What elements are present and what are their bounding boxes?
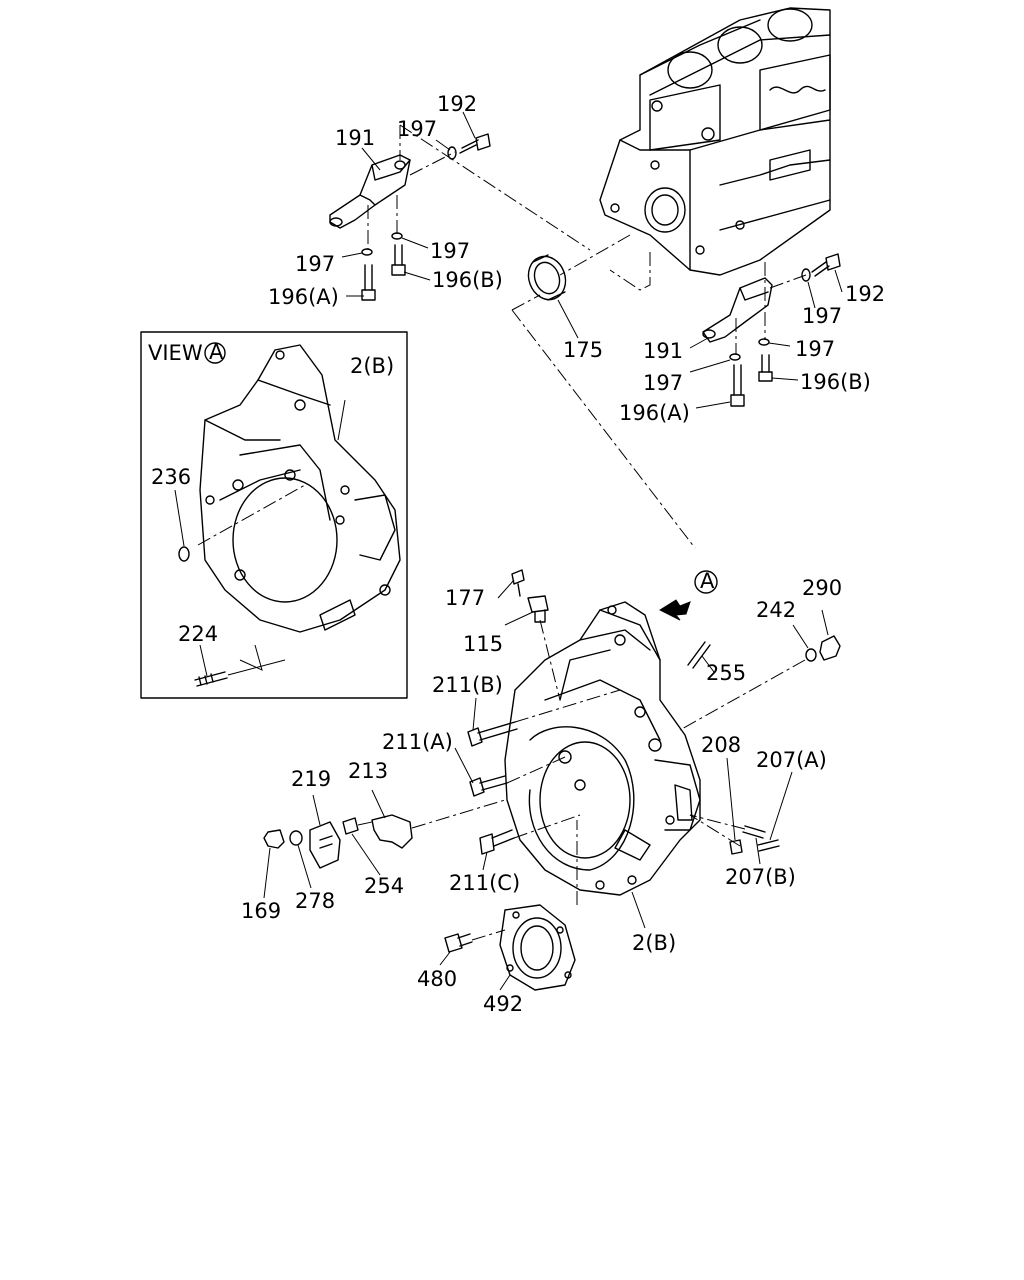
callout-192-right: 192 — [845, 282, 885, 306]
callout-197-left-top: 197 — [397, 117, 437, 141]
callout-2b-main: 2(B) — [632, 931, 676, 955]
flywheel-housing-main — [504, 601, 701, 896]
arrow-letter: A — [700, 569, 715, 593]
callout-207a: 207(A) — [756, 748, 827, 772]
callout-169: 169 — [241, 899, 281, 923]
bolt-480 — [444, 933, 473, 953]
view-letter-circle — [204, 342, 226, 364]
connector-254 — [342, 817, 359, 835]
assembly-lines — [197, 124, 807, 941]
oil-seal-175 — [527, 254, 567, 301]
view-a-box — [140, 331, 408, 699]
callout-175: 175 — [563, 338, 603, 362]
callout-211a: 211(A) — [382, 730, 453, 754]
view-arrow — [658, 599, 691, 621]
callout-197-right-top: 197 — [802, 304, 842, 328]
callout-196b-left: 196(B) — [432, 268, 503, 292]
view-a-housing — [199, 344, 401, 633]
callout-177: 177 — [445, 586, 485, 610]
callout-2b-view: 2(B) — [350, 354, 394, 378]
callout-224: 224 — [178, 622, 218, 646]
leader-lines — [174, 111, 843, 991]
callout-278: 278 — [295, 889, 335, 913]
view-label: VIEW — [148, 341, 203, 365]
o-ring-236 — [178, 546, 190, 562]
bolt-211c — [479, 829, 515, 855]
callout-196a-right: 196(A) — [619, 401, 690, 425]
view-letter: A — [209, 340, 224, 364]
callout-191-right: 191 — [643, 339, 683, 363]
callout-255: 255 — [706, 661, 746, 685]
callout-196b-right: 196(B) — [800, 370, 871, 394]
callout-207b: 207(B) — [725, 865, 796, 889]
stud-207b — [742, 825, 766, 839]
bolt-211a — [469, 775, 508, 797]
callout-197-left-right: 197 — [430, 239, 470, 263]
callout-219: 219 — [291, 767, 331, 791]
plug-290 — [819, 635, 841, 661]
arrow-letter-circle — [694, 570, 718, 594]
callout-254: 254 — [364, 874, 404, 898]
stud-224 — [194, 671, 228, 687]
mount-bracket-right — [702, 253, 841, 407]
callout-242: 242 — [756, 598, 796, 622]
cover-492 — [499, 904, 576, 991]
callout-480: 480 — [417, 967, 457, 991]
callout-197-left-low: 197 — [295, 252, 335, 276]
callout-492: 492 — [483, 992, 523, 1016]
callout-208: 208 — [701, 733, 741, 757]
washer-242 — [805, 648, 817, 662]
callout-236: 236 — [151, 465, 191, 489]
stud-207a — [757, 839, 780, 852]
callout-192-left: 192 — [437, 92, 477, 116]
stud-255 — [687, 641, 711, 669]
sensor-115 — [511, 569, 549, 623]
bolt-211b — [467, 721, 518, 747]
callout-197-right-low: 197 — [643, 371, 683, 395]
cover-219 — [309, 821, 341, 869]
callout-115: 115 — [463, 632, 503, 656]
nut-208 — [729, 839, 743, 855]
washer-278 — [289, 830, 303, 846]
cap-169 — [263, 829, 285, 849]
callout-213: 213 — [348, 759, 388, 783]
callout-211c: 211(C) — [449, 871, 520, 895]
callout-211b: 211(B) — [432, 673, 503, 697]
callout-191-left: 191 — [335, 126, 375, 150]
bracket-213 — [371, 814, 413, 849]
callout-290: 290 — [802, 576, 842, 600]
callout-197-right-mid: 197 — [795, 337, 835, 361]
callout-196a-left: 196(A) — [268, 285, 339, 309]
engine-block — [599, 7, 831, 276]
